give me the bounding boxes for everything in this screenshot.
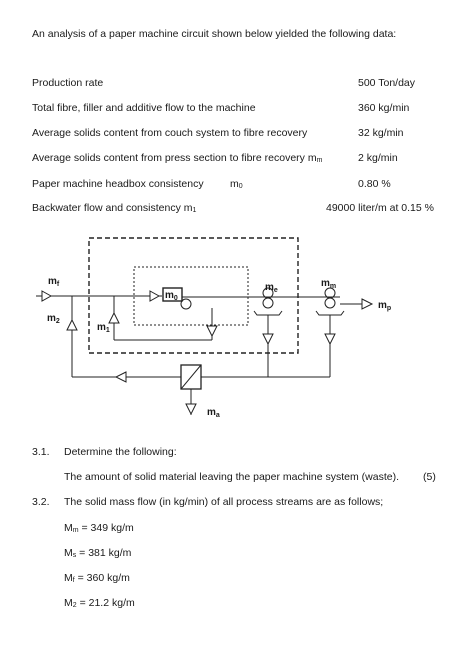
flow-mf: Mf = 360 kg/m [64, 572, 130, 584]
label-mm: mm [321, 278, 336, 290]
press-roll-bottom [262, 297, 274, 309]
data-row-backwater: Backwater flow and consistency m1 [32, 202, 196, 214]
data-label: Total fibre, filler and additive flow to… [32, 102, 256, 114]
arrow-mf [41, 290, 53, 302]
dryer-tray [315, 310, 345, 316]
data-label: Production rate [32, 77, 104, 89]
arrow-headbox [149, 290, 161, 302]
label-ma: ma [207, 407, 220, 419]
data-var-sub: m [316, 157, 323, 164]
data-var: m [307, 152, 317, 164]
data-row-total-flow: Total fibre, filler and additive flow to… [32, 102, 256, 114]
data-value-couch: 32 kg/min [358, 127, 404, 139]
q32-number: 3.2. [32, 496, 50, 508]
flow-mm: Mm = 349 kg/m [64, 522, 134, 534]
couch-roll [180, 298, 192, 310]
data-value-total-flow: 360 kg/min [358, 102, 410, 114]
data-value-headbox: 0.80 % [358, 178, 391, 190]
q31-number: 3.1. [32, 446, 50, 458]
data-var: m [230, 178, 239, 190]
data-value-production: 500 Ton/day [358, 77, 416, 89]
arrow-ma [185, 403, 197, 416]
outer-system-boundary [88, 237, 299, 354]
data-label: Backwater flow and consistency m [32, 202, 193, 214]
inner-system-boundary [133, 266, 249, 326]
label-m0: m0 [165, 290, 178, 302]
intro-text: An analysis of a paper machine circuit s… [32, 28, 397, 40]
arrow-m1 [108, 311, 120, 324]
dryer-roll-bottom [324, 297, 336, 309]
label-mf: mf [48, 276, 60, 288]
data-var-sub: 0 [238, 183, 243, 190]
label-me: me [265, 282, 278, 294]
label-m2: m2 [47, 313, 60, 325]
arrow-mp [361, 298, 374, 310]
data-row-headbox: Paper machine headbox consistency [32, 178, 204, 190]
q31-subtext: The amount of solid material leaving the… [64, 471, 399, 483]
arrow-me [262, 333, 274, 346]
data-label: Average solids content from couch system… [32, 127, 308, 139]
q31-marks: (5) [423, 471, 436, 483]
label-mp: mp [378, 300, 391, 312]
data-value-backwater: 49000 liter/m at 0.15 % [326, 202, 434, 214]
headbox-box [162, 287, 183, 302]
arrow-m2 [66, 318, 78, 331]
q31-text: Determine the following: [64, 446, 177, 458]
data-row-press: Average solids content from press sectio… [32, 152, 322, 164]
data-var-headbox: m0 [230, 178, 243, 190]
data-label: Average solids content from press sectio… [32, 152, 305, 164]
flow-m2: M2 = 21.2 kg/m [64, 597, 135, 609]
arrow-backwater [114, 371, 127, 383]
q32-text: The solid mass flow (in kg/min) of all p… [64, 496, 384, 508]
data-var-sub: 1 [192, 207, 197, 214]
label-m1: m1 [97, 322, 110, 334]
arrow-mm [324, 333, 336, 346]
data-row-couch: Average solids content from couch system… [32, 127, 307, 139]
flow-ms: Ms = 381 kg/m [64, 547, 132, 559]
press-tray [253, 310, 283, 316]
data-label: Paper machine headbox consistency [32, 178, 204, 190]
arrow-couch-drain [206, 325, 218, 338]
data-value-press: 2 kg/min [358, 152, 398, 164]
data-row-production: Production rate [32, 77, 103, 89]
